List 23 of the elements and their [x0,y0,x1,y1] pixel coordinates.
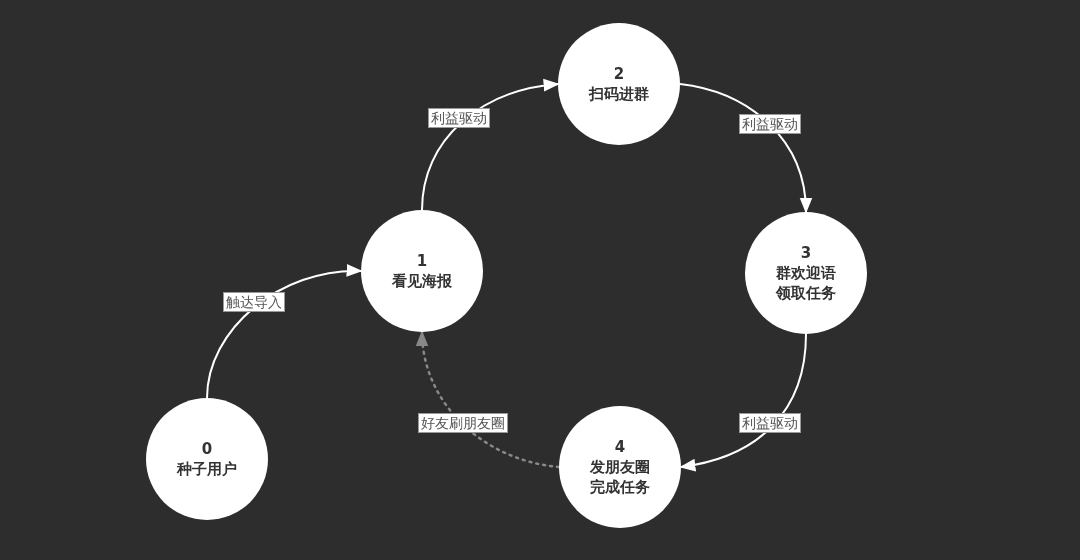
step-label: 看见海报 [391,271,453,291]
circle-node [146,398,268,520]
edge-label: 利益驱动 [428,108,490,128]
edge-label: 利益驱动 [739,413,801,433]
arrow [421,79,560,211]
circle-node [558,23,680,145]
step-number: 0 [201,439,213,459]
step-label: 群欢迎语领取任务 [774,263,837,303]
step-number: 2 [613,64,625,84]
arrow [416,330,561,469]
step-number: 4 [614,437,626,457]
step-label: 扫码进群 [587,84,650,104]
arrow [679,83,812,214]
edge-label: 利益驱动 [739,114,801,134]
step-label: 发朋友圈完成任务 [589,457,651,497]
step-number: 3 [800,243,812,263]
circle-node [361,210,483,332]
step-number: 1 [416,251,428,271]
circle-node [559,406,681,528]
edge-label: 好友刷朋友圈 [418,413,508,433]
step-label: 种子用户 [175,459,238,479]
edge-label: 触达导入 [223,292,285,312]
circle-node [745,212,867,334]
